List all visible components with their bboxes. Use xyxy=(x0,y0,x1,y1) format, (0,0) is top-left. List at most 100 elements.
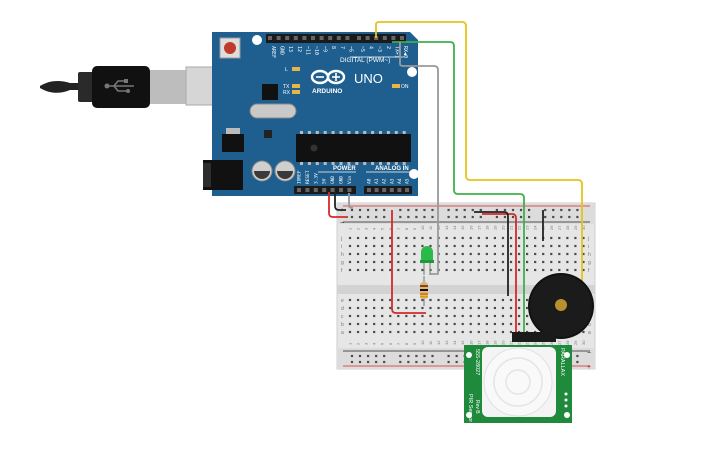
breadboard-hole[interactable] xyxy=(405,244,408,248)
analog-pin[interactable] xyxy=(382,188,387,192)
breadboard-hole[interactable] xyxy=(415,354,418,358)
breadboard-hole[interactable] xyxy=(367,360,370,364)
header-pin[interactable] xyxy=(328,36,333,40)
wires[interactable] xyxy=(328,21,583,336)
breadboard-hole[interactable] xyxy=(423,215,426,219)
breadboard-hole[interactable] xyxy=(493,252,496,256)
breadboard-hole[interactable] xyxy=(405,314,408,318)
breadboard-hole[interactable] xyxy=(544,208,547,212)
breadboard-hole[interactable] xyxy=(469,306,472,310)
breadboard-hole[interactable] xyxy=(519,208,523,212)
breadboard-hole[interactable] xyxy=(381,244,384,248)
breadboard-hole[interactable] xyxy=(413,260,416,264)
breadboard-hole[interactable] xyxy=(397,322,400,326)
breadboard-hole[interactable] xyxy=(348,298,352,302)
breadboard-hole[interactable] xyxy=(421,330,424,334)
power-pin[interactable] xyxy=(305,188,310,192)
breadboard-hole[interactable] xyxy=(582,260,585,264)
breadboard-hole[interactable] xyxy=(383,208,386,212)
breadboard-hole[interactable] xyxy=(350,354,354,358)
breadboard-hole[interactable] xyxy=(413,268,416,272)
breadboard-hole[interactable] xyxy=(558,260,561,264)
header-pin[interactable] xyxy=(276,36,281,40)
breadboard-hole[interactable] xyxy=(517,252,521,256)
breadboard-hole[interactable] xyxy=(423,354,426,358)
breadboard-hole[interactable] xyxy=(485,314,488,318)
breadboard-hole[interactable] xyxy=(389,244,392,248)
breadboard-hole[interactable] xyxy=(493,314,496,318)
header-pin[interactable] xyxy=(382,36,387,40)
breadboard-hole[interactable] xyxy=(501,236,505,240)
breadboard-hole[interactable] xyxy=(356,314,360,318)
breadboard-hole[interactable] xyxy=(375,208,378,212)
breadboard-hole[interactable] xyxy=(534,268,537,272)
usb-cable[interactable] xyxy=(40,66,241,108)
breadboard-hole[interactable] xyxy=(389,236,392,240)
breadboard-hole[interactable] xyxy=(534,236,537,240)
breadboard-hole[interactable] xyxy=(477,330,480,334)
breadboard-hole[interactable] xyxy=(389,268,392,272)
breadboard-hole[interactable] xyxy=(509,252,513,256)
breadboard-hole[interactable] xyxy=(381,330,384,334)
breadboard-hole[interactable] xyxy=(350,360,354,364)
breadboard-hole[interactable] xyxy=(437,298,440,302)
breadboard-hole[interactable] xyxy=(421,268,424,272)
breadboard-hole[interactable] xyxy=(397,252,400,256)
breadboard-hole[interactable] xyxy=(447,215,450,219)
breadboard-hole[interactable] xyxy=(566,268,569,272)
breadboard-hole[interactable] xyxy=(509,322,513,326)
breadboard-hole[interactable] xyxy=(421,322,424,326)
breadboard-hole[interactable] xyxy=(519,215,523,219)
breadboard-hole[interactable] xyxy=(566,236,569,240)
yellow-wire[interactable] xyxy=(375,21,583,300)
breadboard-hole[interactable] xyxy=(526,306,529,310)
breadboard-hole[interactable] xyxy=(389,252,392,256)
breadboard-hole[interactable] xyxy=(576,215,579,219)
breadboard-hole[interactable] xyxy=(383,354,386,358)
breadboard-hole[interactable] xyxy=(542,252,545,256)
breadboard-hole[interactable] xyxy=(511,208,515,212)
green-led[interactable] xyxy=(420,246,434,275)
breadboard-hole[interactable] xyxy=(348,314,352,318)
analog-pin[interactable] xyxy=(389,188,394,192)
breadboard-hole[interactable] xyxy=(560,208,563,212)
breadboard-hole[interactable] xyxy=(356,330,360,334)
breadboard-hole[interactable] xyxy=(447,360,450,364)
breadboard-hole[interactable] xyxy=(455,360,458,364)
breadboard-hole[interactable] xyxy=(397,268,400,272)
breadboard-hole[interactable] xyxy=(348,306,352,310)
breadboard-hole[interactable] xyxy=(431,215,434,219)
breadboard-hole[interactable] xyxy=(429,298,432,302)
breadboard-hole[interactable] xyxy=(389,260,392,264)
breadboard-hole[interactable] xyxy=(574,252,577,256)
breadboard-hole[interactable] xyxy=(485,252,488,256)
breadboard-hole[interactable] xyxy=(477,298,480,302)
header-pin[interactable] xyxy=(285,36,290,40)
breadboard-hole[interactable] xyxy=(469,252,472,256)
breadboard-hole[interactable] xyxy=(461,244,464,248)
breadboard-hole[interactable] xyxy=(421,306,424,310)
breadboard-hole[interactable] xyxy=(445,298,448,302)
breadboard-hole[interactable] xyxy=(544,215,547,219)
breadboard-hole[interactable] xyxy=(381,314,384,318)
breadboard-hole[interactable] xyxy=(453,252,456,256)
breadboard-hole[interactable] xyxy=(469,244,472,248)
breadboard-hole[interactable] xyxy=(365,236,368,240)
breadboard-hole[interactable] xyxy=(407,215,410,219)
breadboard-hole[interactable] xyxy=(348,236,352,240)
breadboard-hole[interactable] xyxy=(477,244,480,248)
breadboard-hole[interactable] xyxy=(485,322,488,326)
breadboard-hole[interactable] xyxy=(397,314,400,318)
breadboard-hole[interactable] xyxy=(463,208,466,212)
breadboard-hole[interactable] xyxy=(415,208,418,212)
breadboard-hole[interactable] xyxy=(358,208,362,212)
breadboard-hole[interactable] xyxy=(582,330,585,334)
analog-pin[interactable] xyxy=(405,188,409,192)
breadboard-hole[interactable] xyxy=(356,322,360,326)
breadboard-hole[interactable] xyxy=(463,215,466,219)
breadboard-hole[interactable] xyxy=(469,330,472,334)
breadboard-hole[interactable] xyxy=(399,215,402,219)
breadboard-hole[interactable] xyxy=(485,260,488,264)
breadboard-hole[interactable] xyxy=(501,268,505,272)
breadboard-hole[interactable] xyxy=(381,252,384,256)
